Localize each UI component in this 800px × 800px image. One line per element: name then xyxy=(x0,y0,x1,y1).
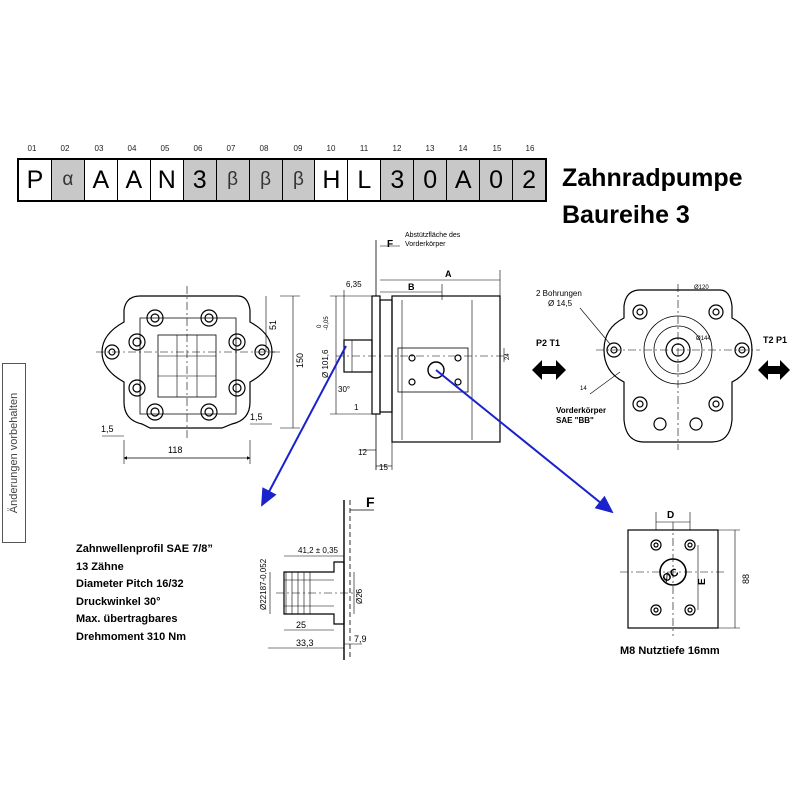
rear-vorder-line-2: SAE "BB" xyxy=(556,416,594,425)
code-cell: 3 xyxy=(183,160,217,200)
side-dim-a: A xyxy=(445,269,452,279)
shaft-spec-line: Diameter Pitch 16/32 xyxy=(76,578,184,590)
code-cell: β xyxy=(282,160,316,200)
code-cell: A xyxy=(85,160,118,200)
side-note-box: Änderungen vorbehalten xyxy=(2,363,26,543)
position-number: 02 xyxy=(60,144,70,153)
position-number: 04 xyxy=(127,144,137,153)
front-dim-top: 51 xyxy=(268,320,278,330)
position-number: 06 xyxy=(193,144,203,153)
side-dim-24: 24 xyxy=(505,353,511,360)
rear-bohrungen-line-1: 2 Bohrungen xyxy=(536,289,582,298)
code-cell: α xyxy=(51,160,85,200)
title-line-2: Baureihe 3 xyxy=(562,201,690,229)
front-dim-left: 1,5 xyxy=(101,424,114,434)
shaft-dim-333: 33,3 xyxy=(296,638,314,648)
shaft-spec-line: Zahnwellenprofil SAE 7/8” xyxy=(76,543,213,555)
leader-arrow-shaft xyxy=(261,345,347,507)
shaft-spec-line: 13 Zähne xyxy=(76,560,124,573)
position-number: 08 xyxy=(259,144,269,153)
position-number: 15 xyxy=(492,144,502,153)
rear-view xyxy=(579,284,760,450)
title-line-1: Zahnradpumpe xyxy=(562,164,743,192)
rear-vorder-line-1: Vorderkörper xyxy=(556,406,606,415)
shaft-spline-body xyxy=(283,561,345,625)
position-number: 01 xyxy=(27,144,37,153)
port-caption: M8 Nutztiefe 16mm xyxy=(620,645,720,657)
side-dim-tol-top: 0 xyxy=(317,324,323,328)
side-dim-tol-bottom: -0,05 xyxy=(324,316,330,330)
side-dim-12: 12 xyxy=(358,448,367,457)
side-view xyxy=(330,240,510,470)
position-number: 11 xyxy=(359,144,369,153)
shaft-dim-79: 7,9 xyxy=(354,634,367,644)
code-cell: 3 xyxy=(381,160,415,200)
position-number: 10 xyxy=(326,144,336,153)
code-cell: β xyxy=(216,160,250,200)
side-dim-b: B xyxy=(408,282,415,292)
code-cell: 2 xyxy=(513,160,545,200)
port-arrow-left xyxy=(532,360,566,380)
shaft-spec: Zahnwellenprofil SAE 7/8” 13 Zähne Diame… xyxy=(76,541,213,646)
rear-dim-14: 14 xyxy=(580,386,587,392)
shaft-dim-25: 25 xyxy=(296,620,306,630)
position-number: 13 xyxy=(425,144,435,153)
front-dim-right: 1,5 xyxy=(250,412,263,422)
side-dim-diameter: Ø 101,6 xyxy=(321,349,330,378)
position-number: 03 xyxy=(94,144,104,153)
code-cell: A xyxy=(118,160,151,200)
position-number: 14 xyxy=(458,144,468,153)
front-dim-width: 118 xyxy=(168,445,182,455)
port-dim-88: 88 xyxy=(741,574,751,584)
rear-port-left: P2 T1 xyxy=(536,338,560,348)
code-cell: β xyxy=(249,160,283,200)
front-inner-outline xyxy=(139,317,237,415)
shaft-spec-line: Drehmoment 310 Nm xyxy=(76,630,187,643)
position-number: 12 xyxy=(392,144,402,153)
port-label-d: D xyxy=(667,510,674,521)
rear-bohrungen-line-2: Ø 14,5 xyxy=(548,299,573,308)
side-dim-30: 30° xyxy=(338,385,350,394)
side-note-line-2: Vorderkörper xyxy=(405,241,446,248)
code-cell: P xyxy=(19,160,52,200)
shaft-dim-22187: Ø22187-0,052 xyxy=(259,558,268,610)
port-label-e: E xyxy=(697,578,708,585)
port-detail xyxy=(620,512,740,636)
code-cell: A xyxy=(447,160,481,200)
side-dim-15: 15 xyxy=(379,463,388,472)
side-main-body xyxy=(391,295,501,443)
rear-dim-144: Ø144 xyxy=(696,336,711,342)
rear-housing-outline xyxy=(603,289,753,443)
front-dim-height: 150 xyxy=(295,353,305,368)
leader-arrow-port xyxy=(435,369,614,514)
code-cell: 0 xyxy=(414,160,448,200)
side-note-line-1: Abstützfläche des xyxy=(405,232,461,239)
code-cell: H xyxy=(315,160,349,200)
shaft-detail xyxy=(268,500,374,660)
side-dim-635: 6,35 xyxy=(346,280,362,289)
position-number: 05 xyxy=(160,144,170,153)
rear-port-right: T2 P1 xyxy=(763,335,787,345)
code-cell: 0 xyxy=(480,160,514,200)
shaft-dim-26: Ø26 xyxy=(355,588,364,604)
position-number: 09 xyxy=(293,144,303,153)
position-number: 16 xyxy=(525,144,535,153)
rear-dim-120: Ø120 xyxy=(694,285,709,291)
code-cell: L xyxy=(348,160,382,200)
shaft-label-f: F xyxy=(366,494,375,510)
front-view xyxy=(96,286,300,464)
shaft-spec-line: Max. übertragbares xyxy=(76,613,178,625)
shaft-dim-412: 41,2 ± 0,35 xyxy=(298,546,339,555)
front-housing-outline xyxy=(101,295,273,429)
port-arrow-right xyxy=(758,360,790,380)
position-number: 07 xyxy=(226,144,236,153)
side-dim-1: 1 xyxy=(354,403,359,412)
side-label-f: F xyxy=(387,239,393,250)
shaft-spec-line: Druckwinkel 30° xyxy=(76,595,161,608)
type-code: P α A A N 3 β β β H L 3 0 A 0 2 xyxy=(17,158,547,202)
code-cell: N xyxy=(151,160,184,200)
side-flange xyxy=(371,295,381,415)
